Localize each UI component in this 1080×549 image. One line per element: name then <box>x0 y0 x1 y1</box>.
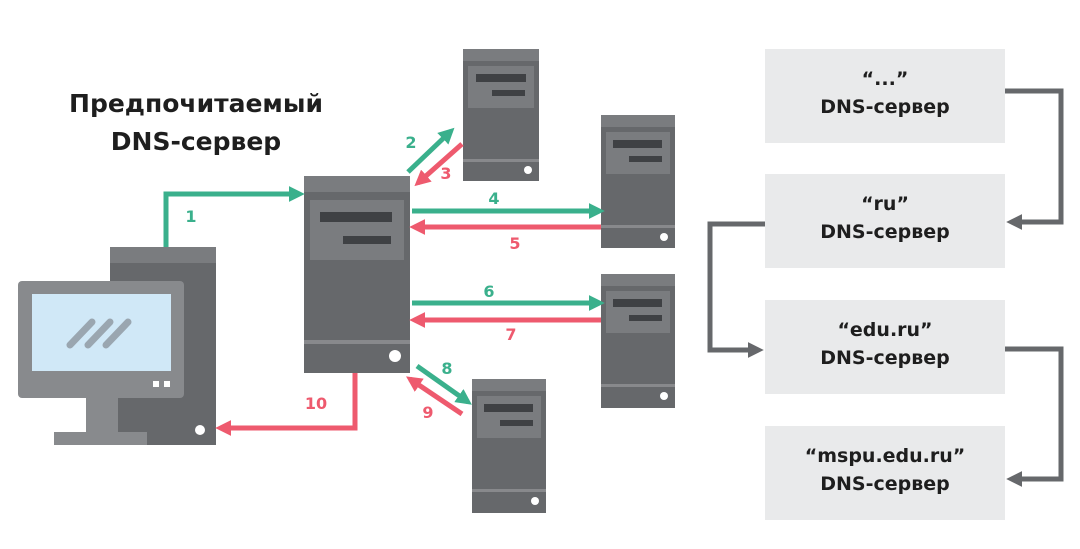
preferred-dns-server-icon <box>304 176 410 373</box>
title-line-1: Предпочитаемый <box>69 89 323 118</box>
arrow-step-10 <box>215 373 358 437</box>
chain-arrow-ru-to-edu <box>707 221 765 359</box>
step-label-5: 5 <box>509 234 520 253</box>
hierarchy-box-root: “...” DNS-сервер <box>765 49 1005 143</box>
step-label-9: 9 <box>422 403 433 422</box>
arrow-step-8 <box>415 363 472 405</box>
hierarchy-box-mspu-label: DNS-сервер <box>820 473 950 495</box>
ru-server-icon <box>601 115 675 248</box>
step-label-3: 3 <box>440 164 451 183</box>
hierarchy-box-ru-name: “ru” <box>861 193 909 215</box>
step-label-10: 10 <box>305 394 327 413</box>
mspu-server-icon <box>472 379 546 513</box>
step-label-6: 6 <box>483 282 494 301</box>
hierarchy-box-mspu: “mspu.edu.ru” DNS-сервер <box>765 426 1005 520</box>
hierarchy-box-edu-label: DNS-сервер <box>820 347 950 369</box>
title-line-2: DNS-сервер <box>111 127 281 156</box>
step-label-4: 4 <box>488 189 499 208</box>
hierarchy-box-edu: “edu.ru” DNS-сервер <box>765 300 1005 394</box>
step-label-1: 1 <box>185 207 196 226</box>
arrow-step-1 <box>163 185 305 247</box>
hierarchy-box-mspu-name: “mspu.edu.ru” <box>805 445 966 467</box>
step-label-8: 8 <box>441 359 452 378</box>
client-monitor-icon <box>18 281 184 445</box>
hierarchy-box-ru-label: DNS-сервер <box>820 221 950 243</box>
hierarchy-box-ru: “ru” DNS-сервер <box>765 174 1005 268</box>
hierarchy-box-root-name: “...” <box>862 68 909 90</box>
edu-server-icon <box>601 274 675 408</box>
hierarchy-box-root-label: DNS-сервер <box>820 96 950 118</box>
root-server-icon <box>463 49 539 181</box>
arrow-step-2 <box>406 127 455 174</box>
chain-arrow-edu-to-mspu <box>1005 346 1064 488</box>
chain-arrow-root-to-ru <box>1005 88 1064 231</box>
arrow-step-3 <box>414 142 464 187</box>
step-label-7: 7 <box>505 325 516 344</box>
hierarchy-box-edu-name: “edu.ru” <box>837 319 932 341</box>
arrow-step-9 <box>406 376 464 417</box>
step-label-2: 2 <box>405 133 416 152</box>
